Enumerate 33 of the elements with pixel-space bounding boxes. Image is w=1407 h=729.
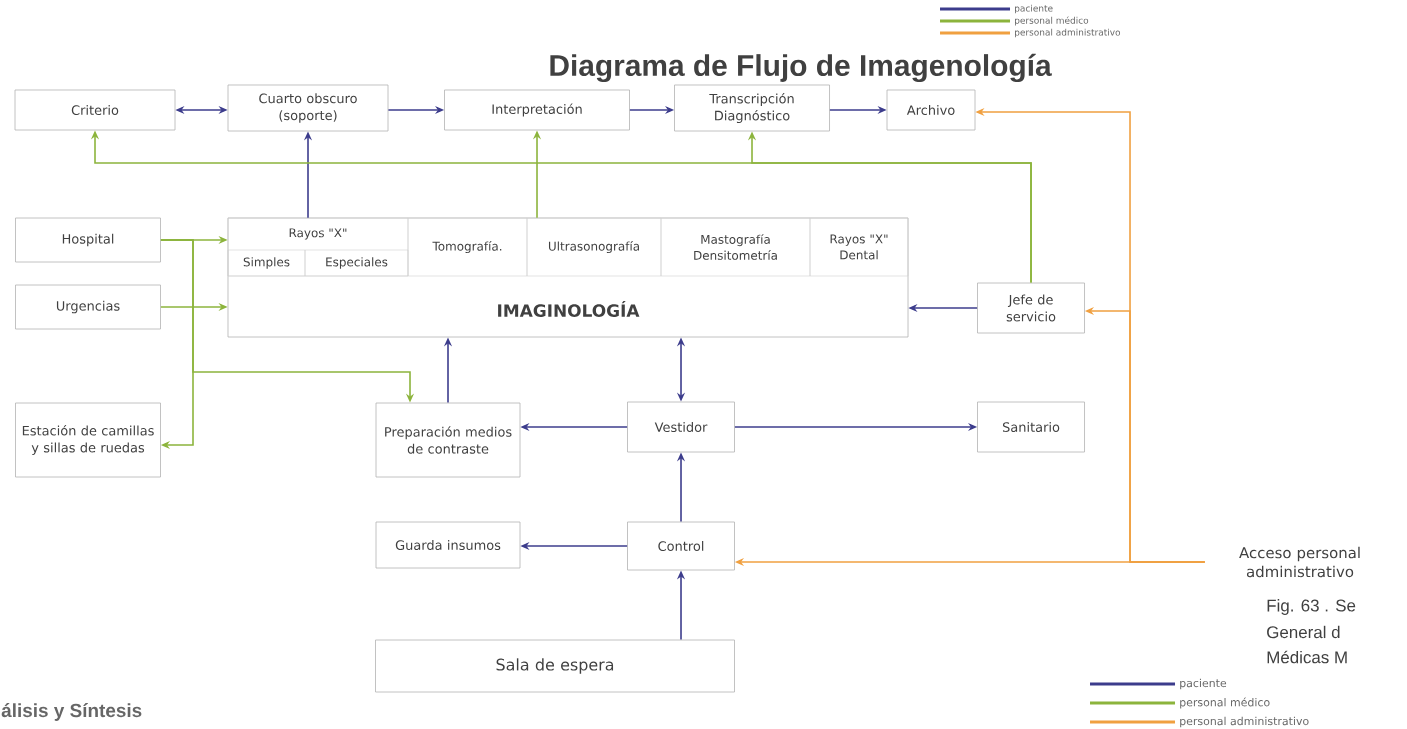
room-box: Estación de camillas y sillas de ruedas bbox=[15, 402, 161, 478]
legend-label: personal médico bbox=[1015, 16, 1089, 26]
table-cell: Tomografía. bbox=[407, 217, 528, 277]
room-box: Interpretación bbox=[444, 89, 630, 131]
table-cell: Rayos "X" Dental bbox=[809, 217, 909, 277]
legend-label: personal administrativo bbox=[1015, 28, 1121, 38]
legend-label: personal médico bbox=[1180, 697, 1270, 709]
room-box: Sala de espera bbox=[375, 639, 735, 693]
table-cell: Especiales bbox=[304, 249, 409, 277]
legend-label: personal administrativo bbox=[1180, 716, 1309, 728]
caption-text: General d bbox=[1267, 625, 1340, 639]
room-box: Archivo bbox=[886, 89, 976, 131]
table-cell: Ultrasonografía bbox=[526, 217, 662, 277]
legend-label: paciente bbox=[1015, 4, 1053, 14]
room-box: Transcripción Diagnóstico bbox=[674, 84, 830, 132]
room-box: Vestidor bbox=[627, 401, 735, 453]
section-heading: álisis y Síntesis bbox=[1, 703, 142, 721]
table-cell: Simples bbox=[227, 249, 306, 277]
room-box: Criterio bbox=[14, 89, 176, 131]
room-box: Guarda insumos bbox=[375, 521, 521, 569]
room-box: Urgencias bbox=[15, 284, 161, 330]
caption-text: Médicas M bbox=[1267, 650, 1347, 664]
room-box: Control bbox=[627, 521, 735, 571]
table-cell: Mastografía Densitometría bbox=[660, 217, 811, 277]
legend-label: paciente bbox=[1180, 678, 1227, 690]
room-box: Preparación medios de contraste bbox=[375, 402, 521, 478]
room-box: Jefe de servicio bbox=[977, 282, 1085, 334]
title: Diagrama de Flujo de Imagenología bbox=[550, 53, 1052, 83]
room-box: Cuarto obscuro (soporte) bbox=[227, 84, 389, 132]
room-box: Sanitario bbox=[977, 401, 1085, 453]
room-box: Hospital bbox=[15, 217, 161, 263]
caption-text: Fig. 63 . Se bbox=[1267, 599, 1356, 615]
access-label: Acceso personal administrativo bbox=[1239, 546, 1360, 578]
